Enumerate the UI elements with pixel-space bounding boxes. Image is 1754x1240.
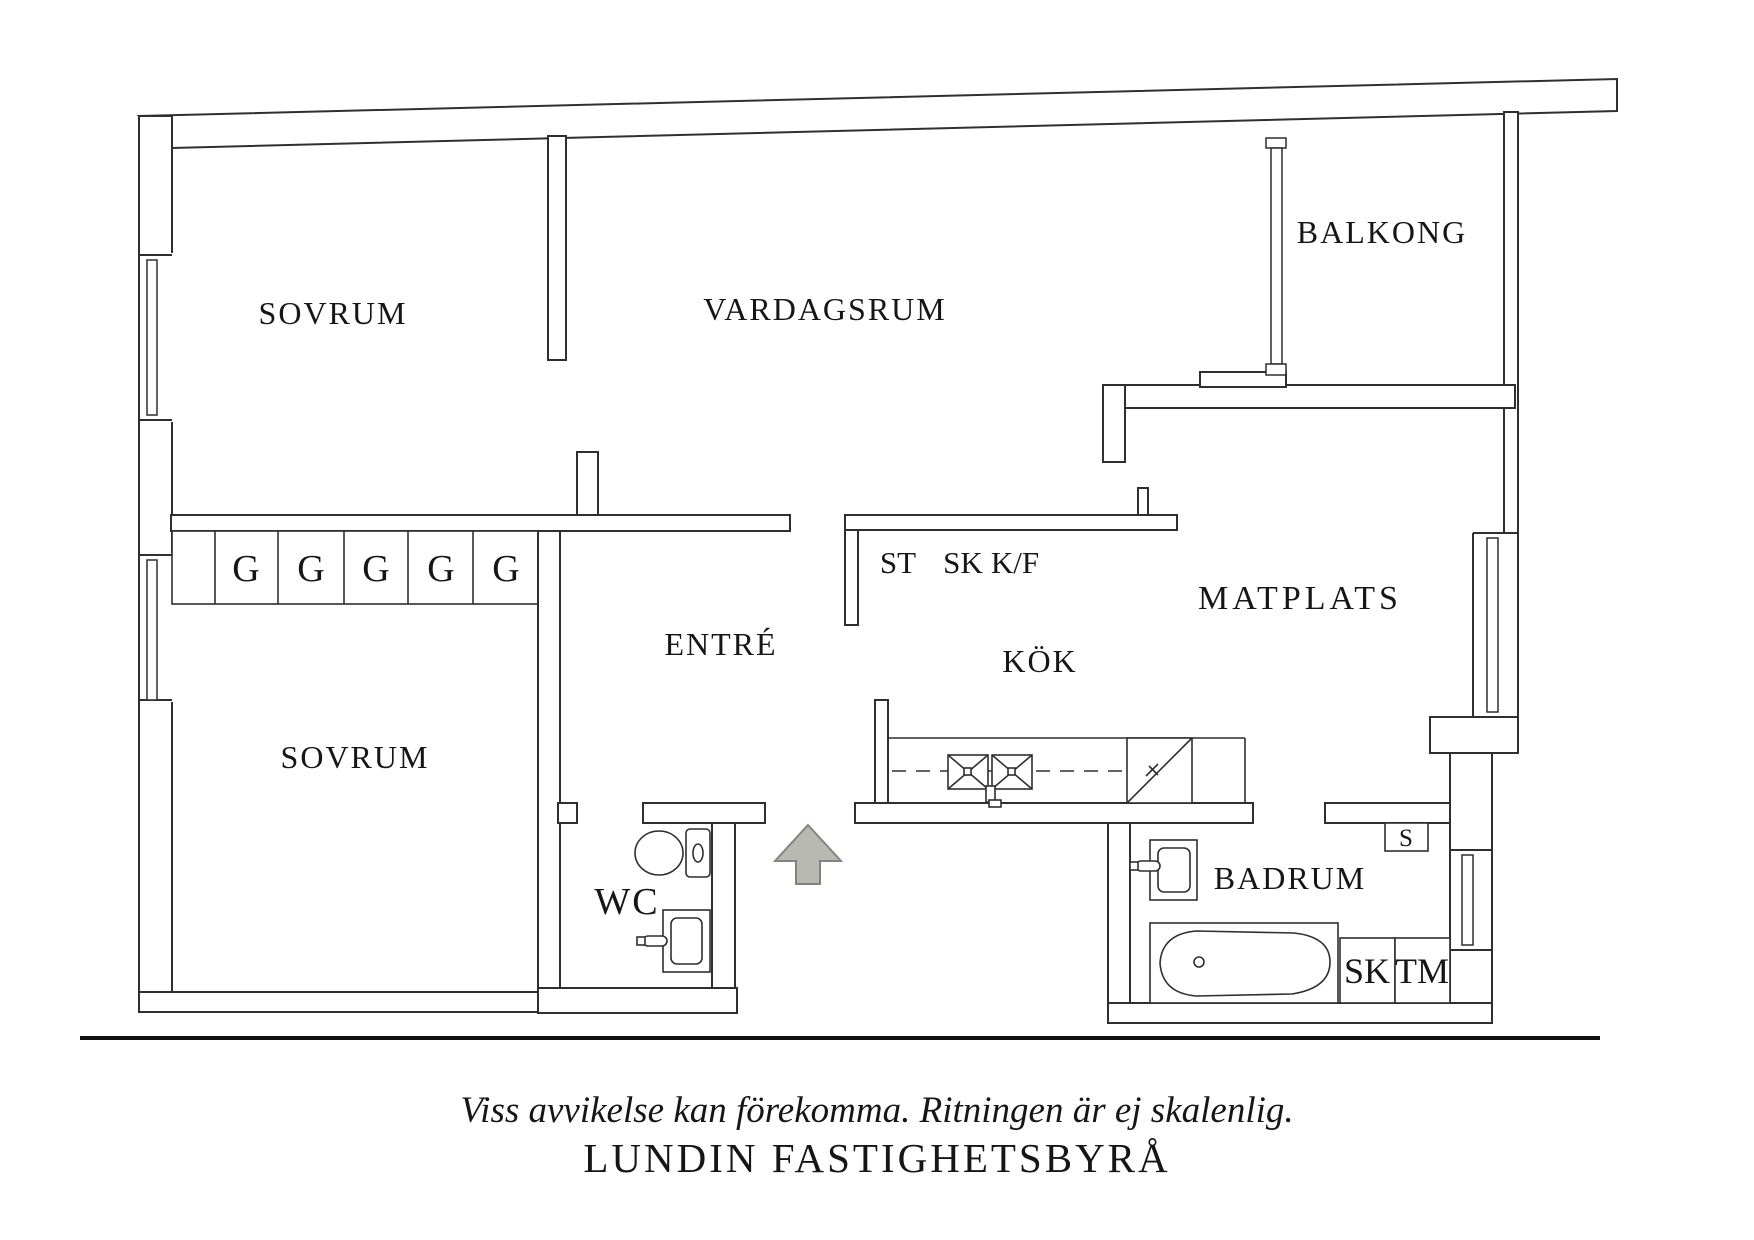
wall-hall-band bbox=[170, 514, 791, 532]
label-balcony: BALKONG bbox=[1297, 214, 1467, 250]
wall-wc-west bbox=[537, 530, 561, 991]
wall-living-dining bbox=[1102, 384, 1126, 463]
label-kitchen: KÖK bbox=[1002, 643, 1077, 679]
wardrobe-box bbox=[171, 530, 539, 605]
label-wardrobe-2: G bbox=[297, 548, 324, 590]
wall-bathroom-north bbox=[1324, 802, 1451, 824]
wall-stub-living bbox=[576, 451, 599, 518]
wall-wc-east bbox=[711, 822, 736, 1014]
wall-bathroom-west bbox=[1107, 822, 1131, 1004]
kitchen-sink-left bbox=[947, 754, 989, 790]
wall-wc-jog bbox=[557, 802, 578, 824]
window-glazing bbox=[146, 259, 158, 416]
label-wardrobe-3: G bbox=[362, 548, 389, 590]
kitchen-faucet bbox=[985, 785, 1002, 808]
unit-labels: G G G G G ST SK K/F S SK TM bbox=[232, 545, 1449, 991]
room-labels: SOVRUM VARDAGSRUM BALKONG SOVRUM ENTRÉ K… bbox=[259, 214, 1467, 923]
window-glazing bbox=[1461, 854, 1474, 946]
label-wardrobe-5: G bbox=[492, 548, 519, 590]
toilet bbox=[634, 828, 711, 878]
kitchen-counter bbox=[888, 737, 1246, 808]
label-dining: MATPLATS bbox=[1198, 580, 1402, 617]
label-entry: ENTRÉ bbox=[664, 626, 777, 662]
window-glazing bbox=[146, 559, 158, 701]
label-bedroom-bottom: SOVRUM bbox=[281, 739, 430, 775]
label-kitchen-cabinet: SK bbox=[943, 545, 983, 580]
bathtub bbox=[1149, 922, 1339, 1004]
label-wardrobe-1: G bbox=[232, 548, 259, 590]
tub-drain bbox=[1193, 956, 1205, 968]
disclaimer-text: Viss avvikelse kan förekomma. Ritningen … bbox=[460, 1090, 1293, 1131]
wall-kitchen-south bbox=[854, 802, 1254, 824]
entry-arrow-icon bbox=[772, 823, 844, 885]
label-bathroom: BADRUM bbox=[1214, 860, 1366, 896]
label-fridge-freezer: K/F bbox=[991, 545, 1039, 580]
bottom-wall-left bbox=[138, 991, 561, 1013]
wall-kitchen-west-upper bbox=[844, 529, 859, 626]
label-living-room: VARDAGSRUM bbox=[703, 291, 946, 327]
window-bedroom-bottom bbox=[137, 553, 174, 702]
label-bedroom-top: SOVRUM bbox=[259, 295, 408, 331]
top-wall bbox=[136, 77, 1618, 150]
brand-text: LUNDIN FASTIGHETSBYRÅ bbox=[583, 1135, 1170, 1181]
wall-kitchen-west-lower bbox=[874, 699, 889, 804]
stove bbox=[1126, 737, 1193, 804]
label-s-unit: S bbox=[1399, 825, 1413, 852]
kitchen-sink-right bbox=[991, 754, 1033, 790]
divider-rule bbox=[80, 1036, 1600, 1040]
right-wall-upper bbox=[1503, 111, 1519, 534]
interior-walls bbox=[170, 135, 1516, 1014]
outer-walls bbox=[136, 77, 1618, 1024]
bottom-wall-right bbox=[1107, 1002, 1493, 1024]
wc-sink bbox=[636, 909, 711, 973]
window-balcony-door bbox=[1265, 137, 1287, 376]
wall-wc-north bbox=[642, 802, 766, 824]
right-wall-step bbox=[1429, 716, 1519, 754]
label-washing-machine: TM bbox=[1395, 951, 1449, 991]
wall-dining-step bbox=[1199, 371, 1287, 388]
window-bathroom bbox=[1450, 849, 1493, 951]
label-bath-cabinet: SK bbox=[1344, 951, 1390, 991]
wardrobe-row bbox=[171, 530, 539, 605]
label-wc: WC bbox=[594, 881, 659, 923]
bathroom-fixtures bbox=[1129, 822, 1451, 1004]
wall-bedroom-living bbox=[547, 135, 567, 361]
label-wardrobe-4: G bbox=[427, 548, 454, 590]
wc-fixtures bbox=[634, 828, 711, 973]
window-bedroom-top bbox=[137, 253, 174, 422]
wall-kitchen-stub-up bbox=[1137, 487, 1149, 516]
label-pantry: ST bbox=[880, 545, 916, 580]
wall-kitchen-band bbox=[844, 514, 1178, 531]
window-glazing bbox=[1486, 537, 1499, 713]
wall-dining-north bbox=[1102, 384, 1516, 409]
wall-wc-bottom bbox=[537, 987, 738, 1014]
bath-cabinet-box bbox=[1339, 937, 1396, 1004]
washing-machine-box bbox=[1394, 937, 1451, 1004]
s-unit-box bbox=[1384, 822, 1429, 852]
bathroom-sink bbox=[1129, 839, 1198, 901]
window-glazing bbox=[1270, 147, 1283, 365]
